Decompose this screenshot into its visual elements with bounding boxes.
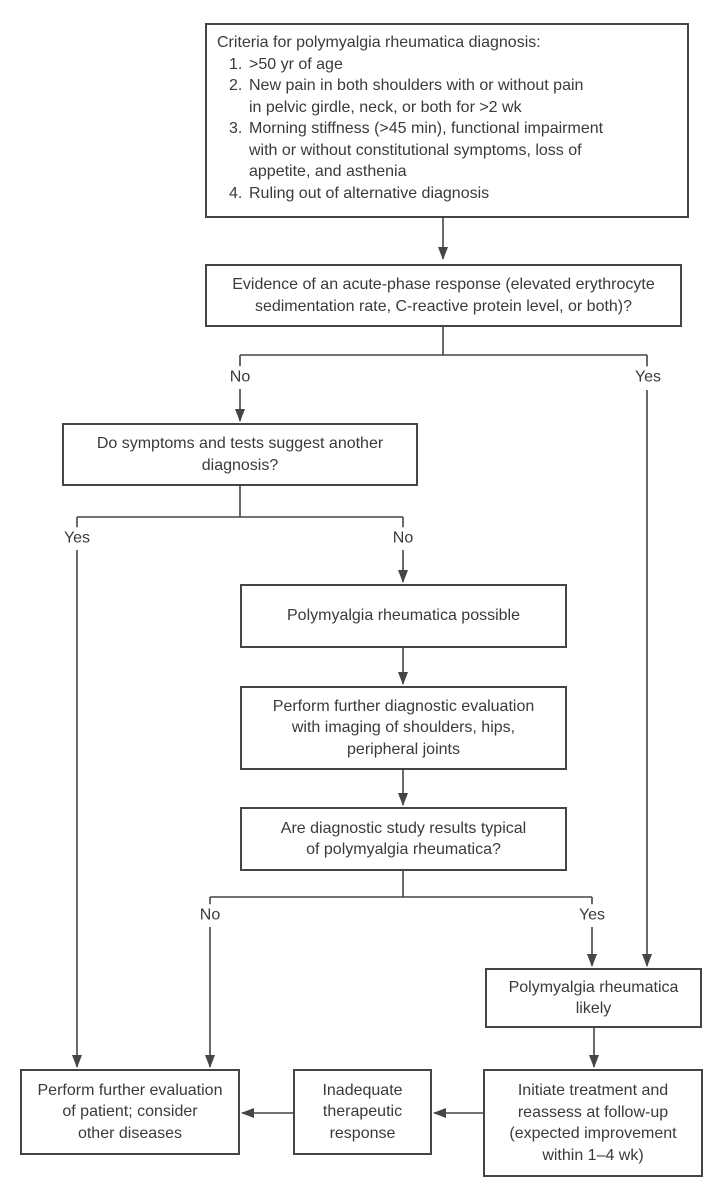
another-branch-no-label: No (389, 527, 417, 549)
branch-elbow-diagnostic-results (209, 871, 593, 905)
criteria-item-4-text: Ruling out of alternative diagnosis (249, 184, 490, 202)
criteria-item-1-text: >50 yr of age (249, 55, 343, 73)
criteria-item-1: 1. >50 yr of age (229, 54, 677, 76)
acute-phase-box: Evidence of an acute-phase response (ele… (205, 264, 682, 327)
diagnostic-results-box: Are diagnostic study results typical of … (240, 807, 567, 871)
criteria-item-2-number: 2. (229, 77, 243, 94)
diagnostic-evaluation-box: Perform further diagnostic evaluation wi… (240, 686, 567, 770)
branch-elbow-another-diagnosis (76, 486, 404, 528)
criteria-item-2: 2. New pain in both shoulders with or wi… (229, 75, 677, 118)
pmr-likely-box: Polymyalgia rheumatica likely (485, 968, 702, 1028)
criteria-title: Criteria for polymyalgia rheumatica diag… (217, 34, 541, 51)
results-branch-yes-label: Yes (575, 904, 609, 926)
criteria-item-3-number: 3. (229, 120, 243, 137)
acute-branch-no-label: No (226, 366, 254, 388)
pmr-possible-box: Polymyalgia rheumatica possible (240, 584, 567, 648)
acute-branch-yes-label: Yes (631, 366, 665, 388)
results-branch-no-label: No (196, 904, 224, 926)
branch-elbow-acute (239, 327, 648, 367)
criteria-item-3-text: Morning stiffness (>45 min), functional … (249, 120, 604, 180)
criteria-box: Criteria for polymyalgia rheumatica diag… (205, 23, 689, 218)
criteria-item-4-number: 4. (229, 184, 243, 202)
another-branch-yes-label: Yes (60, 527, 94, 549)
another-diagnosis-box: Do symptoms and tests suggest another di… (62, 423, 418, 486)
initiate-treatment-box: Initiate treatment and reassess at follo… (483, 1069, 703, 1177)
criteria-item-4: 4. Ruling out of alternative diagnosis (229, 183, 677, 205)
inadequate-response-box: Inadequate therapeutic response (293, 1069, 432, 1155)
criteria-item-1-number: 1. (229, 55, 243, 73)
criteria-item-2-text: New pain in both shoulders with or witho… (249, 77, 584, 116)
criteria-item-3: 3. Morning stiffness (>45 min), function… (229, 118, 677, 183)
further-evaluation-box: Perform further evaluation of patient; c… (20, 1069, 240, 1155)
